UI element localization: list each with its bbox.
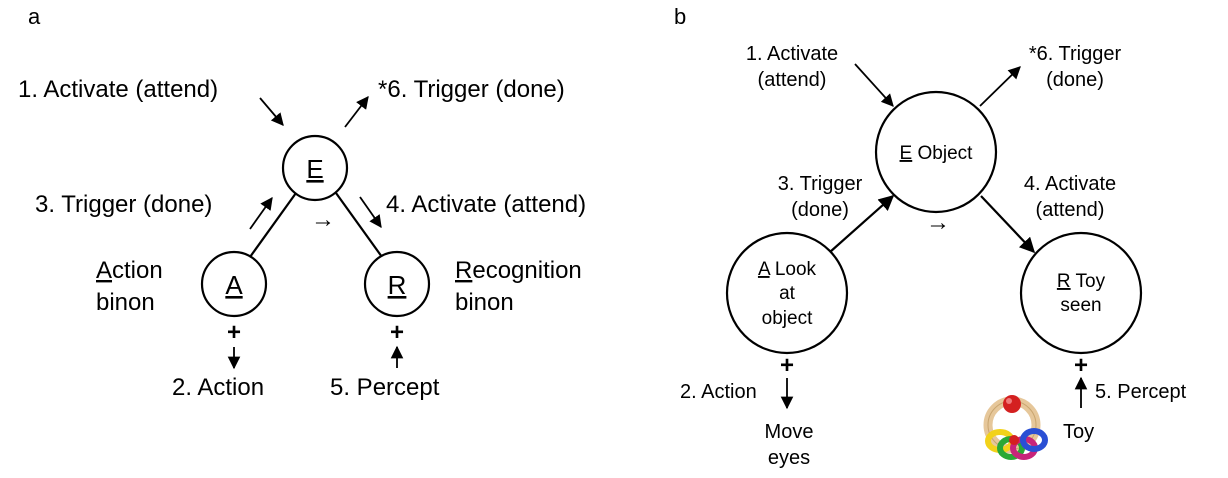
rattle-toy-icon xyxy=(983,395,1048,460)
panel-b-trigger-top-line1: *6. Trigger xyxy=(1029,43,1122,65)
panel-a-node-r-label: R xyxy=(388,270,407,300)
panel-b-move-line1: Move xyxy=(765,421,814,443)
panel-a: a 1. Activate (attend) *6. Trigger (done… xyxy=(18,4,586,401)
panel-a-edge-e-a xyxy=(249,192,297,258)
panel-b: b 1. Activate (attend) *6. Trigger (done… xyxy=(674,4,1187,469)
panel-b-node-r-line1: R Toy xyxy=(1057,271,1106,292)
panel-b-plus-left: + xyxy=(780,352,794,379)
panel-b-node-e xyxy=(874,90,998,214)
panel-a-plus-right: + xyxy=(390,319,404,346)
panel-a-node-e xyxy=(281,134,349,202)
panel-b-activate-arrow xyxy=(854,63,894,107)
panel-a-percept-label: 5. Percept xyxy=(330,374,440,401)
panel-a-node-e-label: E xyxy=(306,154,323,184)
panel-b-action-label: 2. Action xyxy=(680,381,757,403)
panel-a-recognition-binon-rest: ecognition xyxy=(472,257,581,284)
panel-a-trigger-done-arrow xyxy=(249,196,273,230)
panel-b-activate-line1: 1. Activate xyxy=(746,43,838,65)
panel-a-action-binon-initial: A xyxy=(96,257,112,284)
panel-b-activate-line2: (attend) xyxy=(758,69,827,91)
panel-a-action-binon-line2: binon xyxy=(96,289,155,316)
panel-a-activate-arrow xyxy=(259,97,284,126)
panel-a-recognition-binon-line1: Recognition xyxy=(455,257,582,284)
panel-a-node-a-label: A xyxy=(225,270,243,300)
panel-a-edge-e-r xyxy=(335,192,383,258)
panel-a-node-a xyxy=(200,250,268,318)
panel-b-node-r-letter: R xyxy=(1057,271,1071,292)
panel-b-node-a-text1: Look xyxy=(770,259,817,280)
panel-b-activate4-line1: 4. Activate xyxy=(1024,173,1116,195)
panel-a-action-binon-line1: Action xyxy=(96,257,163,284)
panel-b-node-a-letter: A xyxy=(758,259,771,280)
panel-b-node-a-line3: object xyxy=(762,308,813,329)
panel-a-action-binon-rest: ction xyxy=(112,257,163,284)
panel-a-trigger-done-label: 3. Trigger (done) xyxy=(35,191,212,218)
panel-b-node-a xyxy=(725,231,849,355)
panel-a-trigger-done-top-label: *6. Trigger (done) xyxy=(378,76,565,103)
panel-a-trigger-done-top-arrow xyxy=(344,96,369,128)
panel-b-label: b xyxy=(674,4,686,29)
panel-b-node-r-text1: Toy xyxy=(1071,271,1106,292)
panel-b-sequence-arrow: → xyxy=(926,209,950,236)
panel-a-recognition-binon-line2: binon xyxy=(455,289,514,316)
panel-b-toy-label: Toy xyxy=(1063,421,1094,443)
panel-b-edge-e-r xyxy=(980,195,1036,254)
panel-b-trigger-line1: 3. Trigger xyxy=(778,173,863,195)
panel-b-move-line2: eyes xyxy=(768,447,810,469)
panel-a-activate-label: 1. Activate (attend) xyxy=(18,76,218,103)
panel-a-node-r xyxy=(363,250,431,318)
panel-b-node-e-text: Object xyxy=(912,143,973,164)
panel-b-node-r xyxy=(1019,231,1143,355)
panel-b-trigger-top-arrow xyxy=(979,66,1021,107)
panel-b-activate4-line2: (attend) xyxy=(1036,199,1105,221)
panel-b-node-a-line1: A Look xyxy=(758,259,817,280)
panel-b-node-e-label: E Object xyxy=(900,143,974,164)
panel-b-node-r-line2: seen xyxy=(1060,295,1101,316)
panel-a-recognition-binon-initial: R xyxy=(455,257,472,284)
panel-b-plus-right: + xyxy=(1074,352,1088,379)
panel-b-trigger-line2: (done) xyxy=(791,199,849,221)
panel-a-action-label: 2. Action xyxy=(172,374,264,401)
panel-b-percept-label: 5. Percept xyxy=(1095,381,1187,403)
panel-b-node-a-line2: at xyxy=(779,283,796,304)
panel-b-node-e-letter: E xyxy=(900,143,913,164)
panel-a-plus-left: + xyxy=(227,319,241,346)
panel-b-trigger-top-line2: (done) xyxy=(1046,69,1104,91)
panel-a-sequence-arrow: → xyxy=(311,206,335,233)
panel-a-label: a xyxy=(28,4,41,29)
panel-a-activate-attend-label: 4. Activate (attend) xyxy=(386,191,586,218)
panel-a-activate-attend-arrow xyxy=(359,196,382,229)
panel-b-edge-a-e xyxy=(829,194,895,253)
